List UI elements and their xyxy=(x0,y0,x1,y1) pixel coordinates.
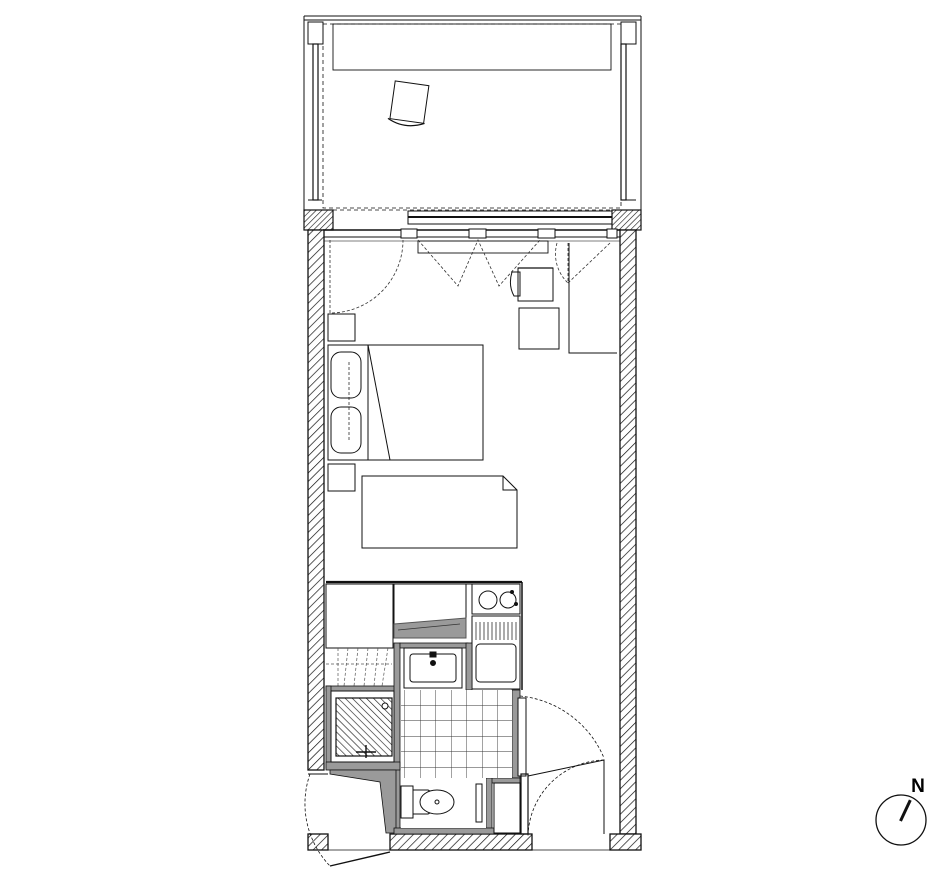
walls xyxy=(307,229,642,851)
entry-door xyxy=(519,695,605,837)
facade xyxy=(303,209,642,254)
window-swings xyxy=(329,239,611,314)
desk xyxy=(361,475,518,549)
north-compass: N xyxy=(875,776,927,846)
bedside-table-bottom xyxy=(327,463,356,492)
armchair xyxy=(509,267,554,302)
balcony xyxy=(303,15,642,210)
bedside-table-top xyxy=(327,313,356,342)
cabinet xyxy=(493,697,527,834)
bathroom-floor xyxy=(401,690,512,778)
kitchenette xyxy=(325,580,523,690)
bathroom-door xyxy=(304,773,391,867)
towel-rail xyxy=(475,783,483,823)
furniture xyxy=(327,243,617,549)
compass-north-label: N xyxy=(911,776,925,797)
double-bed xyxy=(327,344,484,461)
washbasin xyxy=(403,647,463,689)
compass-needle xyxy=(899,799,912,822)
toilet xyxy=(400,785,455,819)
balcony-chair xyxy=(387,80,430,127)
hob xyxy=(471,583,521,615)
wardrobe xyxy=(568,243,617,354)
side-table xyxy=(518,307,560,350)
sink xyxy=(471,615,521,690)
shelving xyxy=(326,647,392,687)
shower xyxy=(330,690,395,763)
